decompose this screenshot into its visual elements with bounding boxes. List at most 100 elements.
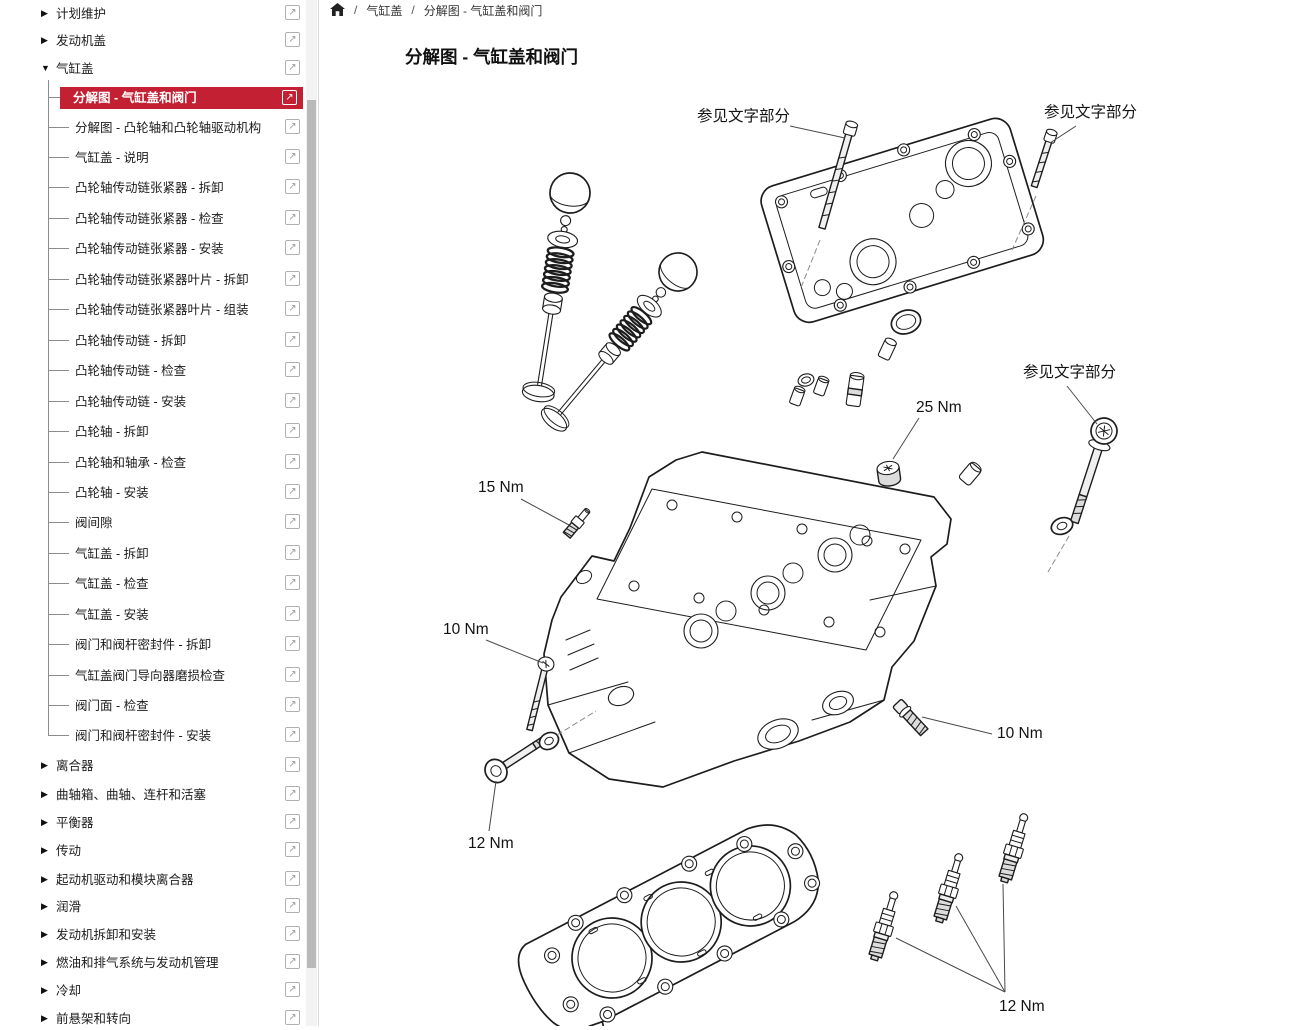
callout-torque-10nm-right: 10 Nm — [997, 725, 1043, 742]
external-link-icon[interactable]: ↗ — [285, 5, 300, 20]
expand-arrow-icon[interactable]: ▶ — [41, 957, 48, 967]
external-link-icon[interactable]: ↗ — [285, 667, 300, 682]
external-link-icon[interactable]: ↗ — [285, 32, 300, 47]
sidebar-item[interactable]: 阀间隙 ↗ — [0, 512, 303, 534]
external-link-icon[interactable]: ↗ — [285, 423, 300, 438]
sidebar-item[interactable]: ▶ 计划维护 ↗ — [0, 3, 303, 25]
sidebar-item[interactable]: ▶ 离合器 ↗ — [0, 755, 303, 777]
external-link-icon[interactable]: ↗ — [285, 271, 300, 286]
sidebar-item-selected[interactable]: 分解图 - 气缸盖和阀门 ↗ — [0, 87, 303, 109]
sidebar-item[interactable]: 气缸盖 - 拆卸 ↗ — [0, 543, 303, 565]
sidebar-item[interactable]: 凸轮轴传动链张紧器 - 安装 ↗ — [0, 238, 303, 260]
sidebar-item[interactable]: ▶ 平衡器 ↗ — [0, 812, 303, 834]
cylinder-head — [543, 451, 952, 788]
breadcrumb-item[interactable]: 气缸盖 — [366, 3, 403, 18]
sidebar-item[interactable]: ▶ 起动机驱动和模块离合器 ↗ — [0, 869, 303, 891]
expand-arrow-icon[interactable]: ▶ — [41, 789, 48, 799]
external-link-icon[interactable]: ↗ — [285, 240, 300, 255]
nut-25nm — [876, 460, 902, 487]
sidebar-item[interactable]: 阀门和阀杆密封件 - 拆卸 ↗ — [0, 634, 303, 656]
external-link-icon[interactable]: ↗ — [285, 786, 300, 801]
sidebar-item[interactable]: 凸轮轴传动链张紧器 - 拆卸 ↗ — [0, 177, 303, 199]
external-link-icon[interactable]: ↗ — [285, 871, 300, 886]
expand-arrow-icon[interactable]: ▶ — [41, 8, 48, 18]
sidebar-item[interactable]: ▶ 曲轴箱、曲轴、连杆和活塞 ↗ — [0, 784, 303, 806]
sidebar-item[interactable]: 气缸盖 - 安装 ↗ — [0, 604, 303, 626]
collapse-arrow-icon[interactable]: ▼ — [41, 63, 50, 73]
sidebar-item-label: 凸轮轴传动链张紧器 - 检查 — [75, 212, 224, 226]
sidebar-item[interactable]: 阀门面 - 检查 ↗ — [0, 695, 303, 717]
sidebar-item[interactable]: 凸轮轴传动链张紧器叶片 - 组装 ↗ — [0, 299, 303, 321]
sidebar-item[interactable]: 凸轮轴传动链张紧器 - 检查 ↗ — [0, 208, 303, 230]
home-icon[interactable] — [330, 3, 345, 17]
sidebar-divider — [318, 0, 319, 1026]
callout-see-text-left: 参见文字部分 — [697, 107, 790, 125]
sidebar-item[interactable]: 凸轮轴和轴承 - 检查 ↗ — [0, 452, 303, 474]
external-link-icon[interactable]: ↗ — [285, 362, 300, 377]
sidebar-item[interactable]: ▶ 前悬架和转向 ↗ — [0, 1008, 303, 1030]
external-link-icon[interactable]: ↗ — [285, 757, 300, 772]
sidebar-item[interactable]: ▶ 发动机拆卸和安装 ↗ — [0, 924, 303, 946]
external-link-icon[interactable]: ↗ — [285, 454, 300, 469]
callout-torque-10nm-left: 10 Nm — [443, 621, 489, 638]
expand-arrow-icon[interactable]: ▶ — [41, 1013, 48, 1023]
expand-arrow-icon[interactable]: ▶ — [41, 929, 48, 939]
external-link-icon[interactable]: ↗ — [285, 898, 300, 913]
expand-arrow-icon[interactable]: ▶ — [41, 874, 48, 884]
expand-arrow-icon[interactable]: ▶ — [41, 817, 48, 827]
head-bolt-long — [1069, 417, 1118, 525]
sidebar-item[interactable]: 阀门和阀杆密封件 - 安装 ↗ — [0, 725, 303, 747]
external-link-icon[interactable]: ↗ — [285, 697, 300, 712]
external-link-icon[interactable]: ↗ — [285, 982, 300, 997]
sidebar-scrollbar-thumb[interactable] — [307, 100, 316, 968]
sidebar-item[interactable]: ▶ 冷却 ↗ — [0, 980, 303, 1002]
external-link-icon[interactable]: ↗ — [285, 545, 300, 560]
sidebar-item[interactable]: 凸轮轴 - 拆卸 ↗ — [0, 421, 303, 443]
external-link-icon[interactable]: ↗ — [285, 814, 300, 829]
expand-arrow-icon[interactable]: ▶ — [41, 985, 48, 995]
external-link-icon[interactable]: ↗ — [285, 60, 300, 75]
sidebar-item[interactable]: 气缸盖 - 说明 ↗ — [0, 147, 303, 169]
external-link-icon[interactable]: ↗ — [285, 210, 300, 225]
sidebar-item[interactable]: ▶ 传动 ↗ — [0, 840, 303, 862]
external-link-icon[interactable]: ↗ — [285, 1010, 300, 1025]
expand-arrow-icon[interactable]: ▶ — [41, 845, 48, 855]
selected-highlight[interactable]: 分解图 - 气缸盖和阀门 ↗ — [60, 87, 303, 109]
sidebar-item[interactable]: ▼ 气缸盖 ↗ — [0, 58, 303, 80]
external-link-icon[interactable]: ↗ — [285, 301, 300, 316]
sidebar-item[interactable]: ▶ 燃油和排气系统与发动机管理 ↗ — [0, 952, 303, 974]
external-link-icon[interactable]: ↗ — [285, 727, 300, 742]
external-link-icon[interactable]: ↗ — [285, 332, 300, 347]
dowel-pin — [789, 385, 806, 407]
sidebar-item[interactable]: ▶ 发动机盖 ↗ — [0, 30, 303, 52]
external-link-icon[interactable]: ↗ — [285, 606, 300, 621]
sidebar-item[interactable]: 凸轮轴传动链 - 拆卸 ↗ — [0, 330, 303, 352]
sidebar-item[interactable]: 气缸盖 - 检查 ↗ — [0, 573, 303, 595]
external-link-icon[interactable]: ↗ — [285, 514, 300, 529]
external-link-icon[interactable]: ↗ — [285, 119, 300, 134]
sidebar-item[interactable]: 凸轮轴传动链 - 检查 ↗ — [0, 360, 303, 382]
external-link-icon[interactable]: ↗ — [285, 149, 300, 164]
external-link-icon[interactable]: ↗ — [285, 926, 300, 941]
external-link-icon[interactable]: ↗ — [285, 484, 300, 499]
valve-assembly-exhaust — [540, 252, 698, 432]
expand-arrow-icon[interactable]: ▶ — [41, 760, 48, 770]
sidebar-item[interactable]: 分解图 - 凸轮轴和凸轮轴驱动机构 ↗ — [0, 117, 303, 139]
external-link-icon[interactable]: ↗ — [285, 575, 300, 590]
external-link-icon[interactable]: ↗ — [285, 179, 300, 194]
external-link-icon[interactable]: ↗ — [285, 636, 300, 651]
sidebar-item[interactable]: 气缸盖阀门导向器磨损检查 ↗ — [0, 665, 303, 687]
external-link-icon[interactable]: ↗ — [285, 393, 300, 408]
expand-arrow-icon[interactable]: ▶ — [41, 901, 48, 911]
sidebar-item[interactable]: 凸轮轴 - 安装 ↗ — [0, 482, 303, 504]
tree-connector — [48, 218, 69, 219]
sidebar-item[interactable]: ▶ 润滑 ↗ — [0, 896, 303, 918]
external-link-icon[interactable]: ↗ — [285, 842, 300, 857]
sidebar-item-label: 发动机盖 — [56, 34, 107, 48]
sidebar-item[interactable]: 凸轮轴传动链张紧器叶片 - 拆卸 ↗ — [0, 269, 303, 291]
cover-bolt-right — [1030, 128, 1058, 189]
sidebar-item[interactable]: 凸轮轴传动链 - 安装 ↗ — [0, 391, 303, 413]
external-link-icon[interactable]: ↗ — [285, 954, 300, 969]
expand-arrow-icon[interactable]: ▶ — [41, 35, 48, 45]
external-link-icon[interactable]: ↗ — [282, 90, 297, 105]
